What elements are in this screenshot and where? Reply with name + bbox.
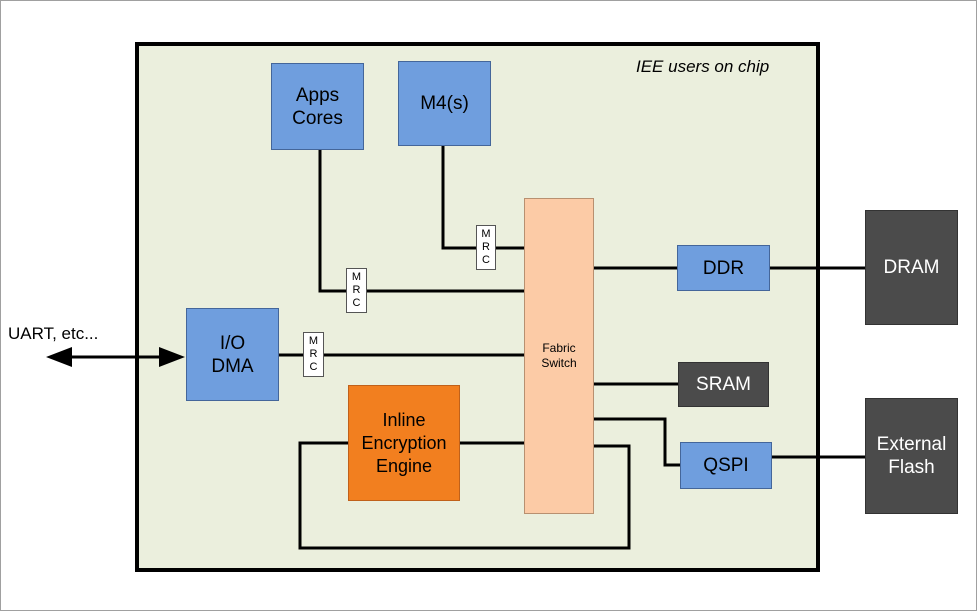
mrc-letter: C — [309, 361, 318, 373]
wire-fabric-to-qspi — [594, 417, 680, 467]
mrc-apps: M R C — [346, 268, 367, 313]
arrow-head-right — [159, 347, 185, 367]
dram-block: DRAM — [865, 210, 958, 325]
mrc-letter: M — [481, 228, 491, 240]
wire-apps-to-fabric — [318, 149, 524, 293]
arrow-head-left — [46, 347, 72, 367]
qspi-block: QSPI — [680, 442, 772, 489]
ddr-block: DDR — [677, 245, 770, 291]
uart-label: UART, etc... — [8, 324, 99, 343]
inline-encryption-engine-block: Inline Encryption Engine — [348, 385, 460, 501]
mrc-letter: R — [352, 284, 361, 296]
chip-label: IEE users on chip — [636, 57, 770, 76]
external-flash-block: External Flash — [865, 398, 958, 514]
mrc-dma: M R C — [303, 332, 324, 377]
mrc-letter: M — [351, 271, 362, 283]
mrc-letter: R — [482, 241, 490, 253]
io-dma-block: I/O DMA — [186, 308, 279, 401]
fabric-switch-block: Fabric Switch — [524, 198, 594, 514]
mrc-letter: M — [308, 335, 319, 347]
apps-cores-block: Apps Cores — [271, 63, 364, 150]
m4-block: M4(s) — [398, 61, 491, 146]
sram-block: SRAM — [678, 362, 769, 407]
wire-iee-loop — [298, 441, 631, 550]
wire-m4-to-fabric — [441, 146, 524, 250]
mrc-letter: R — [309, 348, 318, 360]
mrc-m4: M R C — [476, 225, 496, 270]
mrc-letter: C — [482, 254, 490, 266]
mrc-letter: C — [352, 297, 361, 309]
